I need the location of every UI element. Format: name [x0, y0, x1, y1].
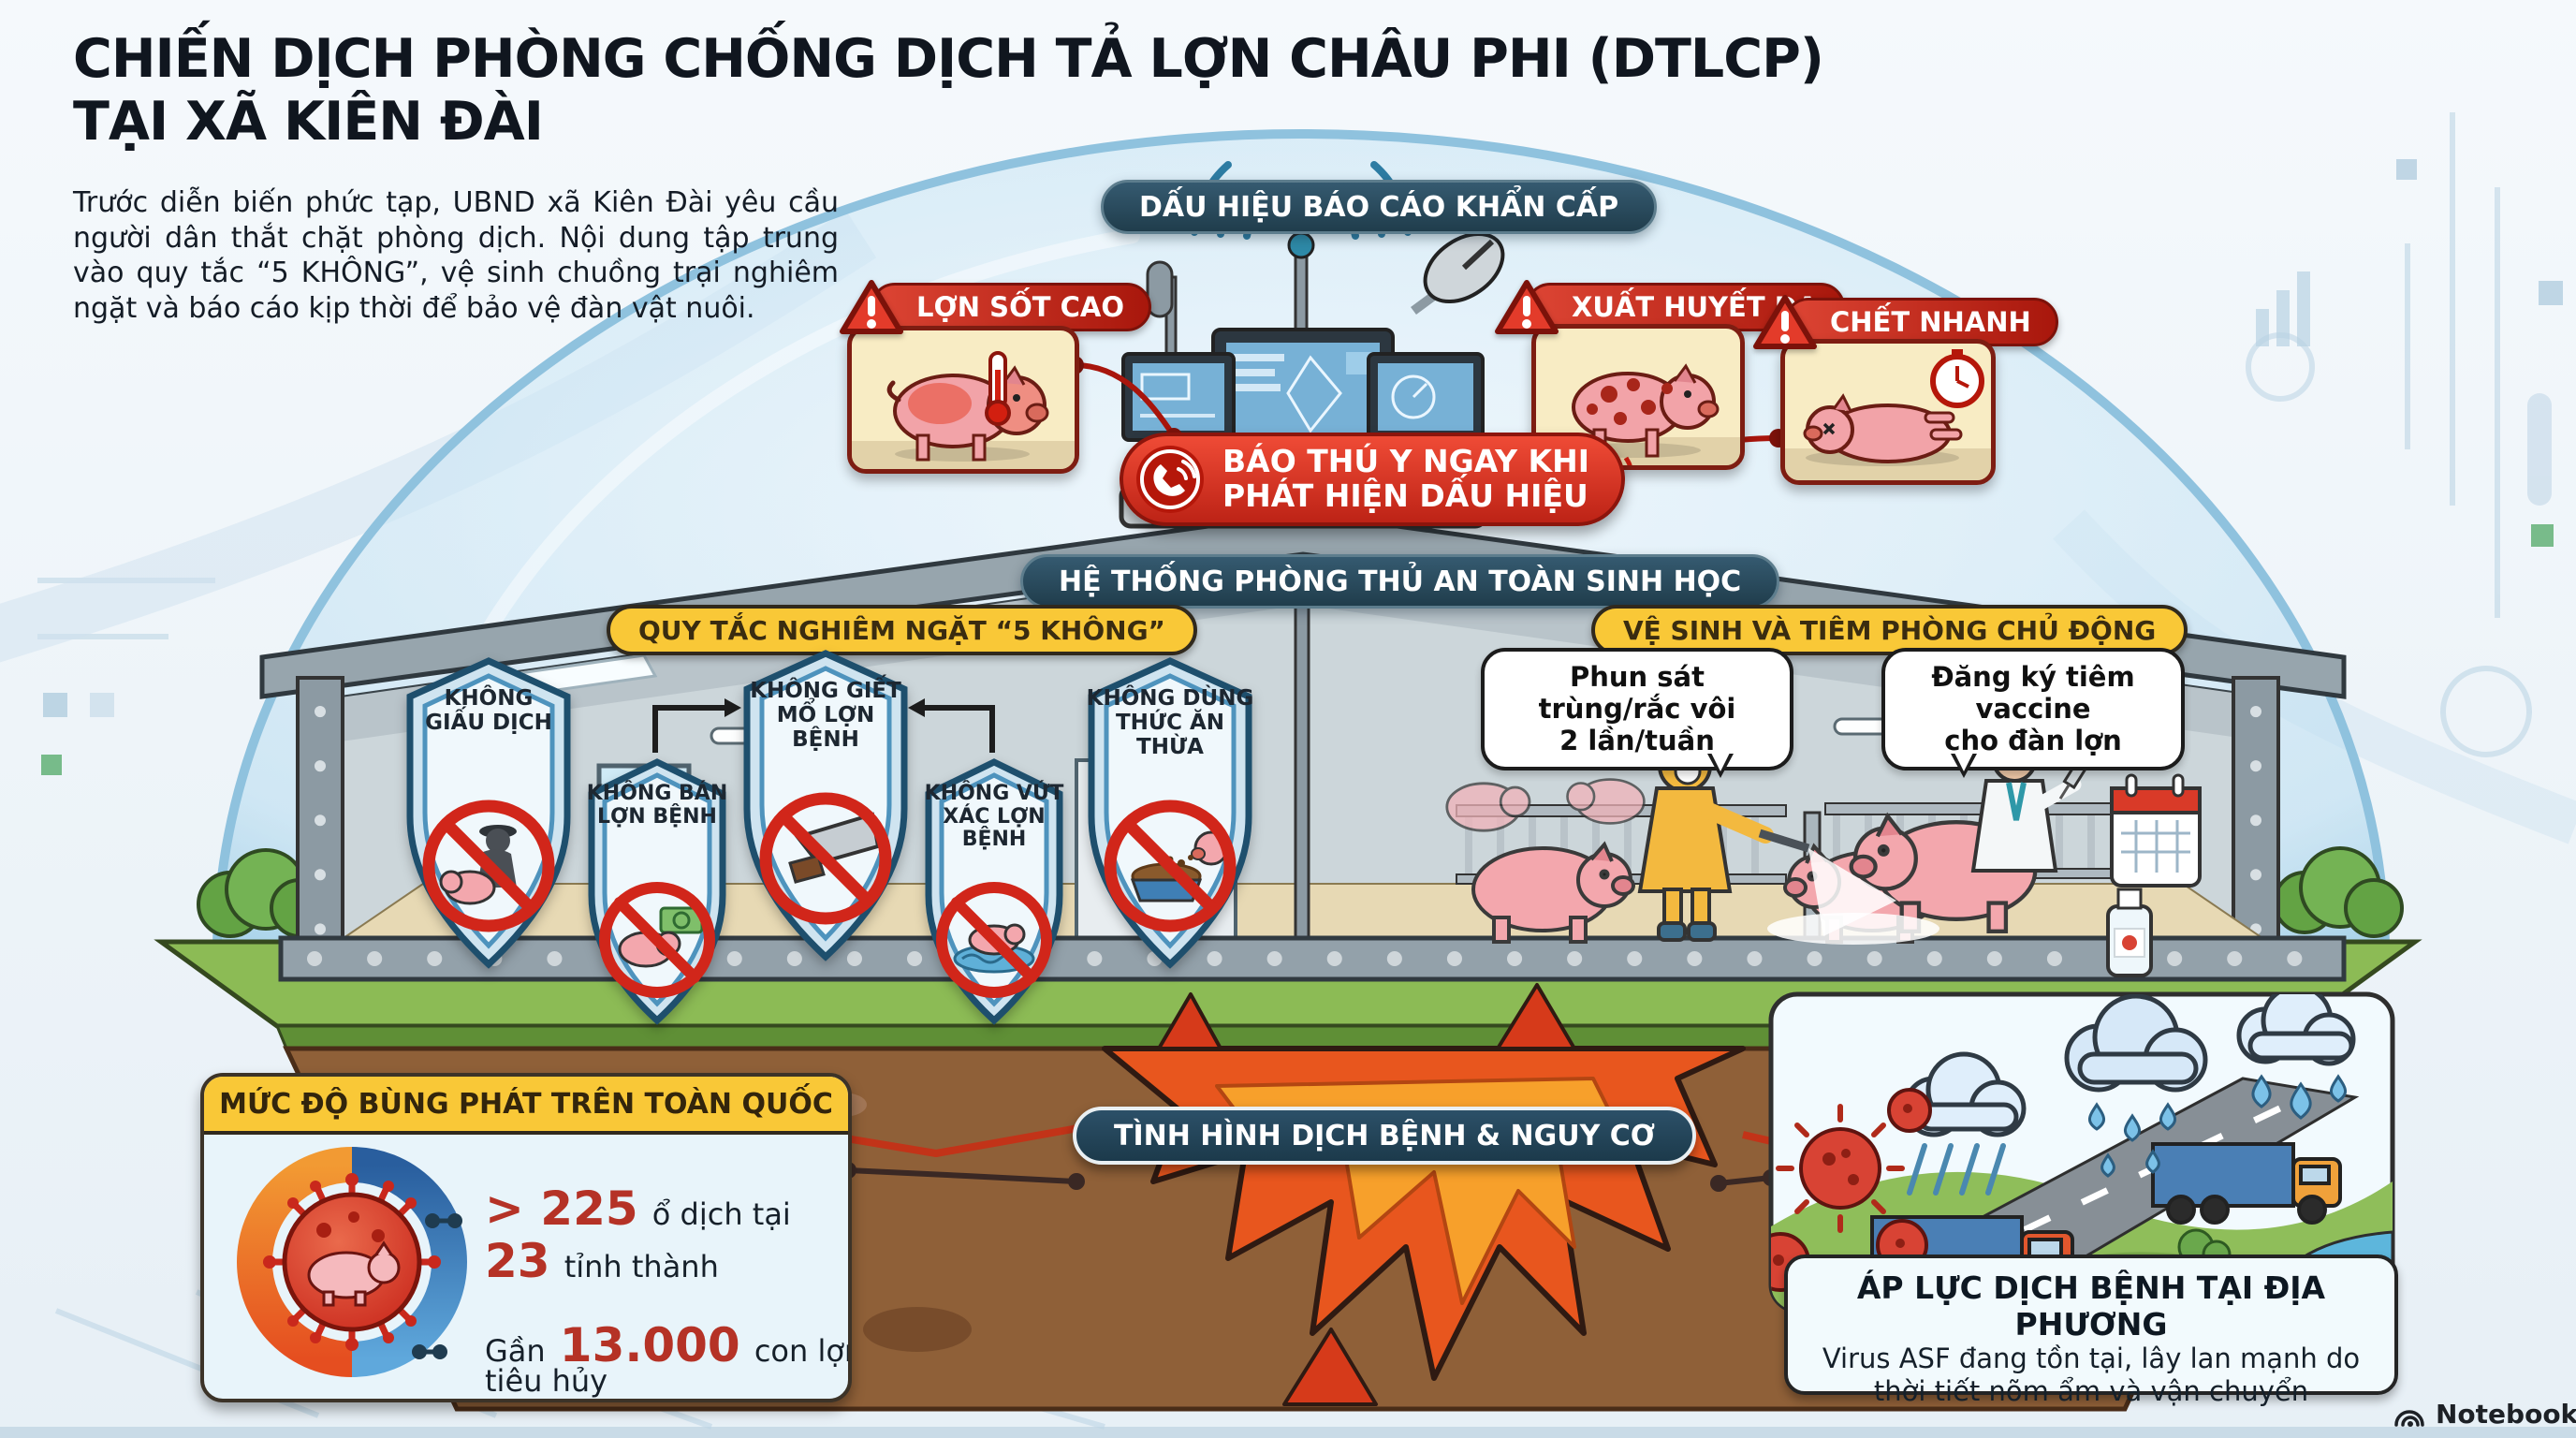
warning-triangle-icon [840, 280, 903, 334]
antenna-icon [1146, 260, 1174, 318]
title-line-2: TẠI XÃ KIÊN ĐÀI [73, 91, 544, 154]
raindrops [2251, 1074, 2347, 1120]
emergency-banner: DẤU HIỆU BÁO CÁO KHẨN CẤP [1101, 180, 1658, 234]
circuit-chips [41, 159, 2563, 775]
stopwatch-icon [1930, 349, 1984, 408]
page-title: CHIẾN DỊCH PHÒNG CHỐNG DỊCH TẢ LỢN CHÂU … [73, 28, 1824, 154]
sign-ribbon-fever: LỢN SỐT CAO [839, 277, 1151, 337]
sign-ribbon-death: CHẾT NHANH [1752, 292, 2058, 352]
emergency-banner-label: DẤU HIỆU BÁO CÁO KHẨN CẤP [1139, 190, 1619, 224]
hygiene-banner: VỆ SINH VÀ TIÊM PHÒNG CHỦ ĐỘNG [1591, 605, 2188, 655]
situation-banner-label: TÌNH HÌNH DỊCH BỆNH & NGUY CƠ [1114, 1119, 1655, 1152]
sign-label: CHẾT NHANH [1830, 306, 2031, 338]
hygiene-bubble-disinfect: Phun sát trùng/rắc vôi 2 lần/tuần [1481, 648, 1793, 778]
intro-paragraph: Trước diễn biến phức tạp, UBND xã Kiên Đ… [73, 186, 839, 325]
biosecurity-banner-label: HỆ THỐNG PHÒNG THỦ AN TOÀN SINH HỌC [1059, 565, 1742, 598]
bottom-connectors [847, 1167, 1772, 1186]
truck-icon [2151, 1142, 2342, 1225]
warning-triangle-icon [1495, 280, 1559, 334]
virus-donut-chart [237, 1147, 467, 1377]
local-pressure-box: ÁP LỰC DỊCH BỆNH TẠI ĐỊA PHƯƠNG Virus AS… [1784, 1255, 2398, 1407]
sign-card-death [1780, 339, 1996, 485]
national-outbreak-box: MỨC ĐỘ BÙNG PHÁT TRÊN TOÀN QUỐC [200, 1073, 852, 1402]
sign-label: LỢN SỐT CAO [916, 291, 1124, 323]
sign-card-fever [847, 326, 1079, 474]
pressure-line-1: Virus ASF đang tồn tại, lây lan mạnh do [1822, 1343, 2361, 1374]
stat-provinces: 23 tỉnh thành [485, 1234, 719, 1288]
shield-icon [588, 758, 726, 1025]
stat-culled-line2: tiêu hủy [485, 1363, 608, 1399]
notebooklm-logo-icon [2394, 1409, 2424, 1427]
rule-connector-arrows [652, 705, 995, 753]
watermark-label: NotebookLM [2436, 1399, 2576, 1430]
no-symbol-icon [422, 800, 555, 932]
rain-cloud-icon [1903, 1051, 2027, 1137]
report-vet-banner: BÁO THÚ Y NGAY KHI PHÁT HIỆN DẤU HIỆU [1120, 433, 1625, 526]
pressure-line-2: thời tiết nõm ẩm và vận chuyển [1873, 1375, 2309, 1408]
hygiene-bubble-vaccine: Đăng ký tiêm vaccine cho đàn lợn [1881, 648, 2185, 778]
situation-banner: TÌNH HÌNH DỊCH BỆNH & NGUY CƠ [1073, 1107, 1696, 1165]
five-no-banner: QUY TẮC NGHIÊM NGẶT “5 KHÔNG” [607, 605, 1197, 655]
no-symbol-icon [936, 882, 1052, 998]
hygiene-banner-label: VỆ SINH VÀ TIÊM PHÒNG CHỦ ĐỘNG [1623, 614, 2157, 646]
outbreak-header-label: MỨC ĐỘ BÙNG PHÁT TRÊN TOÀN QUỐC [219, 1087, 833, 1121]
shield-icon [743, 650, 908, 961]
report-vet-text: BÁO THÚ Y NGAY KHI PHÁT HIỆN DẤU HIỆU [1222, 443, 1589, 514]
notebooklm-watermark: NotebookLM [2393, 1399, 2576, 1430]
pig-illustrations [1445, 778, 2038, 944]
no-symbol-icon [599, 882, 715, 998]
calendar-icon [2110, 773, 2202, 888]
no-symbol-icon [1104, 800, 1237, 932]
pig-dead-icon [1785, 349, 1991, 480]
thermometer-icon [985, 351, 1011, 426]
pig-fever-icon [852, 351, 1075, 469]
cta-line-2: PHÁT HIỆN DẤU HIỆU [1222, 477, 1588, 514]
cta-line-1: BÁO THÚ Y NGAY KHI [1222, 443, 1589, 480]
phone-icon [1136, 446, 1204, 513]
pig-silhouette-icon [307, 1240, 401, 1307]
stat-culled: Gần 13.000 con lợn [485, 1318, 848, 1372]
five-no-banner-label: QUY TẮC NGHIÊM NGẶT “5 KHÔNG” [638, 614, 1165, 646]
biosecurity-banner: HỆ THỐNG PHÒNG THỦ AN TOÀN SINH HỌC [1020, 554, 1780, 609]
vaccine-bottle-icon [2106, 888, 2153, 977]
stat-outbreaks: > 225 ổ dịch tại [485, 1181, 791, 1236]
rain-cloud-icon [2064, 994, 2208, 1093]
no-symbol-icon [759, 792, 892, 925]
shield-icon [1088, 657, 1252, 969]
raindrops [2088, 1102, 2176, 1178]
shield-icon [406, 657, 571, 969]
shield-icon [925, 758, 1063, 1025]
title-line-1: CHIẾN DỊCH PHÒNG CHỐNG DỊCH TẢ LỢN CHÂU … [73, 28, 1824, 90]
rain-cloud-icon [2236, 994, 2356, 1066]
outbreak-header: MỨC ĐỘ BÙNG PHÁT TRÊN TOÀN QUỐC [204, 1077, 848, 1135]
pressure-title: ÁP LỰC DỊCH BỆNH TẠI ĐỊA PHƯƠNG [1856, 1269, 2326, 1343]
warning-triangle-icon [1753, 295, 1817, 349]
virus-icon [263, 1173, 441, 1351]
